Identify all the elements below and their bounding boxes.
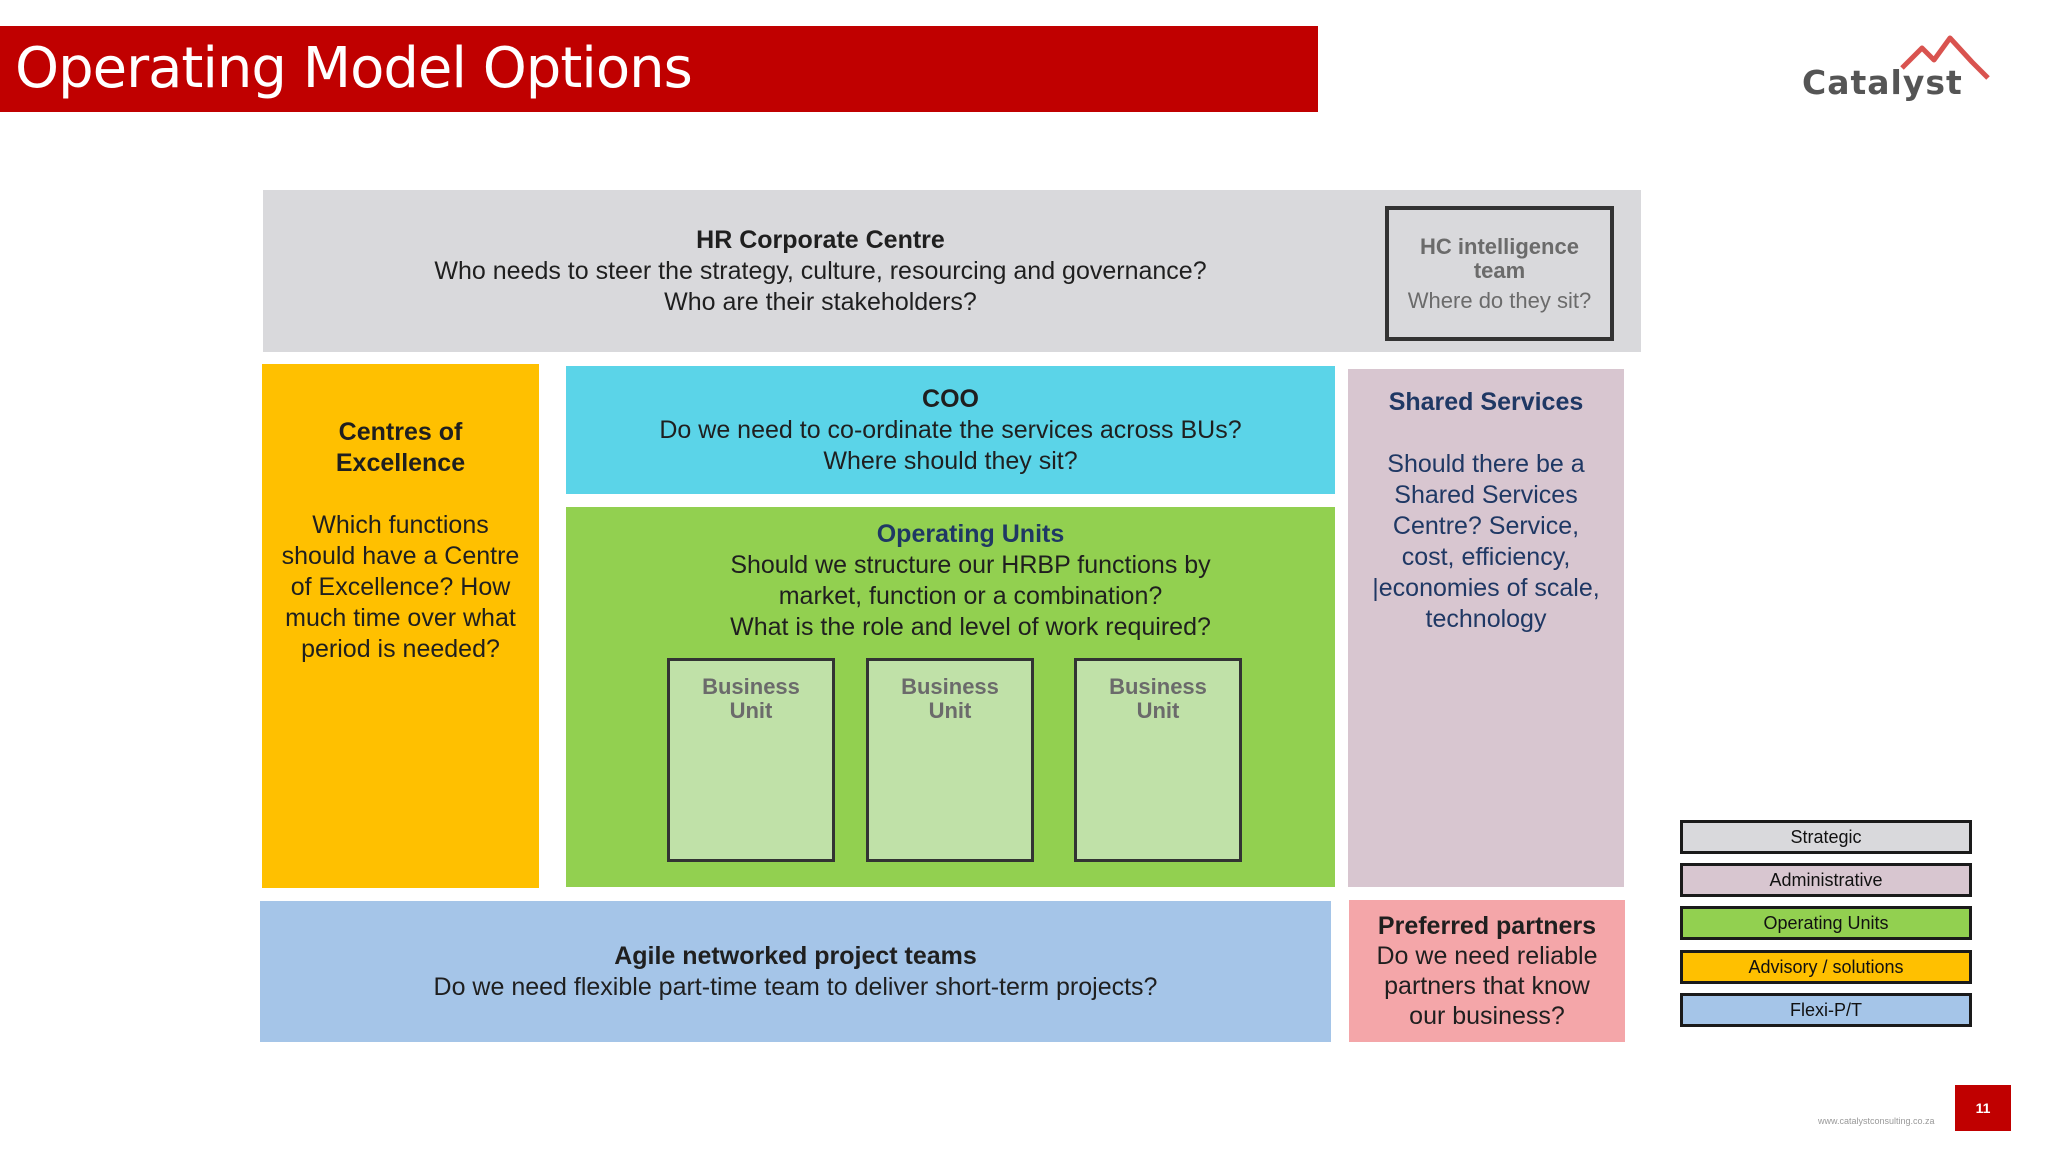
ss-body: Should there be a Shared Services Centre… <box>1372 450 1600 633</box>
coo-line2: Where should they sit? <box>823 446 1078 475</box>
title-bar: Operating Model Options <box>0 26 1318 112</box>
shared-services: Shared Services Should there be a Shared… <box>1348 369 1624 887</box>
hr-corporate-centre-text: HR Corporate Centre Who needs to steer t… <box>263 190 1378 352</box>
business-unit-label: Business Unit <box>901 674 999 723</box>
coe-body: Which functions should have a Centre of … <box>281 511 520 663</box>
hr-centre-line1: Who needs to steer the strategy, culture… <box>434 256 1207 285</box>
legend-strategic: Strategic <box>1680 820 1972 854</box>
business-unit-label: Business Unit <box>1109 674 1207 723</box>
coo-line1: Do we need to co-ordinate the services a… <box>659 415 1242 444</box>
agile-title: Agile networked project teams <box>614 941 977 970</box>
pp-body: Do we need reliable partners that know o… <box>1376 942 1598 1030</box>
page-number: 11 <box>1955 1085 2011 1131</box>
coo-title: COO <box>922 384 979 413</box>
logo-text: Catalyst <box>1802 63 1963 102</box>
legend-flexi: Flexi-P/T <box>1680 993 1972 1027</box>
business-unit-3: Business Unit <box>1074 658 1242 862</box>
legend-advisory: Advisory / solutions <box>1680 950 1972 984</box>
preferred-partners: Preferred partners Do we need reliable p… <box>1349 900 1625 1042</box>
hr-centre-title: HR Corporate Centre <box>696 225 945 254</box>
business-unit-label: Business Unit <box>702 674 800 723</box>
business-unit-1: Business Unit <box>667 658 835 862</box>
slide-title: Operating Model Options <box>15 36 693 101</box>
legend-operating-units: Operating Units <box>1680 906 1972 940</box>
ou-line3: What is the role and level of work requi… <box>730 613 1211 641</box>
legend-administrative: Administrative <box>1680 863 1972 897</box>
ss-title: Shared Services <box>1388 388 1584 416</box>
catalyst-logo: Catalyst <box>1790 26 2010 106</box>
ou-title: Operating Units <box>876 520 1065 548</box>
business-unit-2: Business Unit <box>866 658 1034 862</box>
hc-team-subtitle: Where do they sit? <box>1407 287 1592 313</box>
hc-team-title: HC intelligence team <box>1420 233 1579 283</box>
pp-title: Preferred partners <box>1377 912 1597 940</box>
agile-project-teams: Agile networked project teams Do we need… <box>260 901 1331 1042</box>
agile-line1: Do we need flexible part-time team to de… <box>433 972 1158 1001</box>
mountain-logo-icon <box>1900 35 1990 80</box>
coe-title: Centres of Excellence <box>335 418 466 477</box>
ou-line2: market, function or a combination? <box>778 582 1163 610</box>
centres-of-excellence: Centres of Excellence Which functions sh… <box>262 364 539 888</box>
hr-centre-line2: Who are their stakeholders? <box>664 287 977 316</box>
footer-url: www.catalystconsulting.co.za <box>1818 1116 1935 1126</box>
hc-intelligence-team: HC intelligence team Where do they sit? <box>1385 206 1614 341</box>
coo-box: COO Do we need to co-ordinate the servic… <box>566 366 1335 494</box>
ou-line1: Should we structure our HRBP functions b… <box>730 551 1211 579</box>
